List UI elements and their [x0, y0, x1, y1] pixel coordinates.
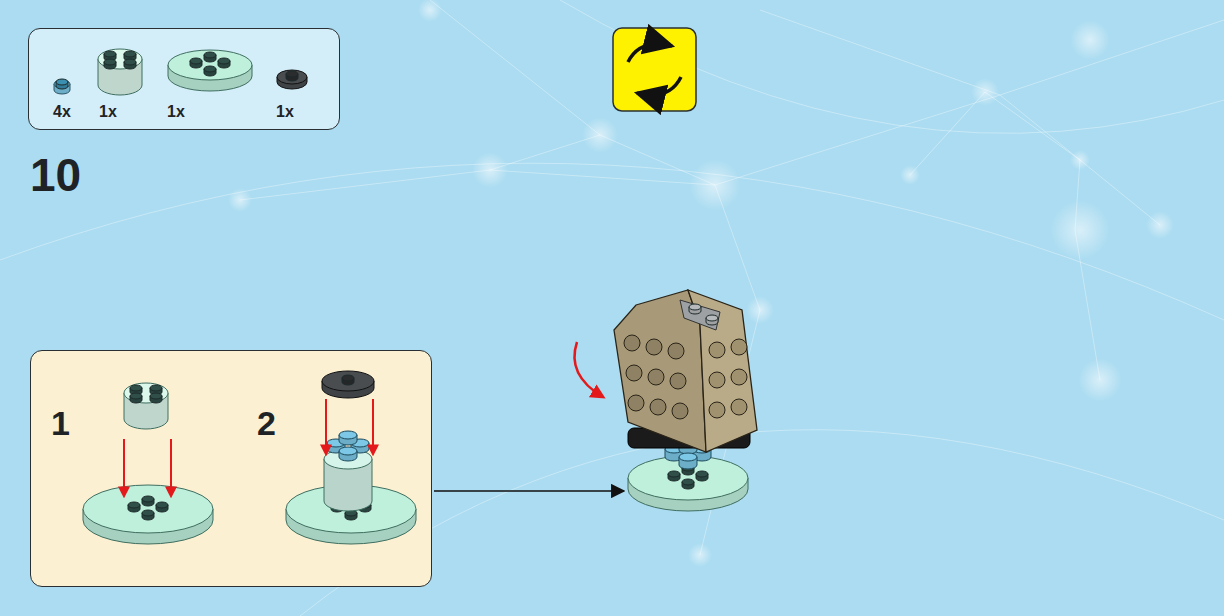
round-brick: [98, 49, 142, 95]
placement-arrow: [123, 439, 125, 496]
round-brick: [124, 383, 168, 429]
stud: [204, 66, 216, 76]
stud: [696, 471, 708, 481]
round-brick: [324, 449, 372, 511]
head-top: [680, 300, 720, 330]
stud: [128, 502, 140, 512]
round-tile-part: [339, 447, 357, 461]
stud: [218, 58, 230, 68]
stud: [142, 496, 154, 506]
round-tile-part: [339, 431, 357, 445]
part-quantity: 1x: [99, 104, 117, 120]
stud: [56, 79, 68, 89]
round-tile-part: [322, 371, 374, 398]
turn-arrow: [574, 342, 603, 397]
stud: [342, 375, 354, 385]
rotate-icon: [613, 28, 696, 111]
round-tile-part: [277, 70, 307, 89]
part-quantity: 4x: [53, 104, 71, 120]
stud: [682, 479, 694, 489]
stud: [345, 510, 357, 520]
stud: [689, 304, 701, 314]
parts-list-box: 4x 1x 1x 1x: [28, 28, 340, 130]
part-illustration: [31, 351, 433, 588]
part-quantity: 1x: [167, 104, 185, 120]
round-tile-part: [679, 453, 697, 469]
stud: [204, 52, 216, 62]
stud: [156, 502, 168, 512]
sub-assembly-box: 12: [30, 350, 432, 587]
head-studs: [624, 335, 747, 419]
placement-arrow: [170, 439, 172, 496]
constellation-dots: [228, 0, 1174, 567]
stud: [150, 393, 162, 403]
placement-arrow: [325, 399, 327, 454]
round-plate: [83, 485, 213, 544]
callout-number: 2: [257, 406, 276, 440]
stud: [104, 59, 116, 69]
assembly-arrow: [434, 490, 624, 492]
stud: [706, 315, 718, 325]
stud: [190, 58, 202, 68]
part-illustration: [29, 29, 341, 131]
round-plate: [168, 50, 252, 91]
round-plate: [628, 456, 748, 511]
stud: [124, 59, 136, 69]
stud: [668, 471, 680, 481]
model-illustration: [574, 290, 757, 511]
callout-number: 1: [51, 406, 70, 440]
part-quantity: 1x: [276, 104, 294, 120]
round-tile-part: [54, 80, 70, 94]
stud: [130, 393, 142, 403]
stud: [286, 71, 298, 81]
placement-arrow: [372, 399, 374, 454]
step-number: 10: [30, 152, 81, 198]
stud: [142, 510, 154, 520]
